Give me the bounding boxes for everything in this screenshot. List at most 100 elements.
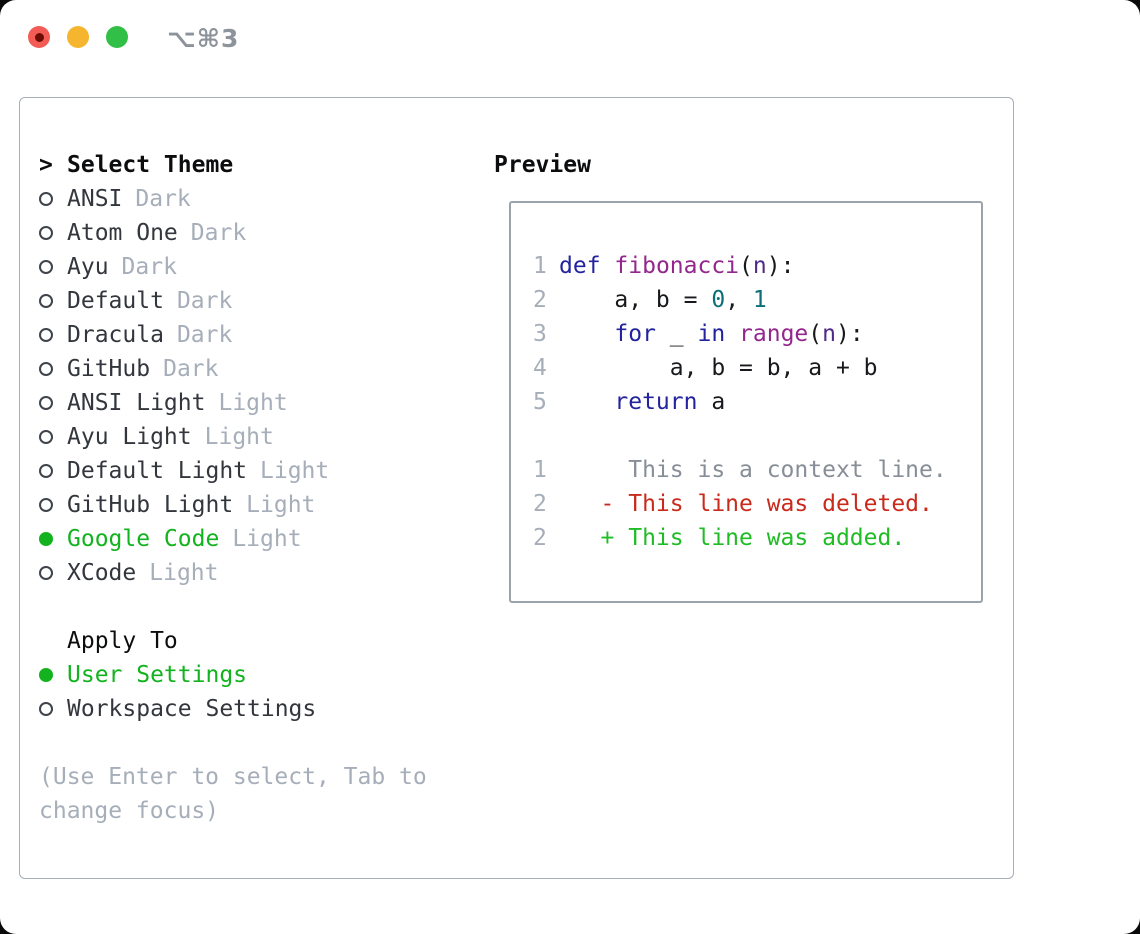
item-label: Default Light — [67, 458, 248, 484]
radio-icon — [39, 464, 53, 478]
hint-text-line-1: (Use Enter to select, Tab to — [39, 764, 427, 790]
apply-to-header: Apply To — [39, 624, 489, 658]
close-button[interactable] — [28, 26, 50, 48]
apply-to-option[interactable]: User Settings — [39, 658, 489, 692]
preview-title: Preview — [494, 152, 591, 178]
traffic-lights — [28, 26, 128, 48]
theme-option[interactable]: Ayu Light Light — [39, 420, 489, 454]
theme-option[interactable]: Default Dark — [39, 284, 489, 318]
code-text: This is a context line. — [559, 457, 947, 483]
preview-code: 1 def fibonacci(n): 2 a, b = 0, 1 3 for _ i… — [533, 249, 981, 555]
item-variant: Dark — [163, 356, 219, 382]
select-theme-header: > Select Theme — [39, 148, 489, 182]
item-variant: Dark — [121, 254, 177, 280]
line-number: 1 — [533, 457, 547, 483]
line-number: 3 — [533, 321, 547, 347]
spacer — [39, 590, 489, 624]
item-label: Atom One — [67, 220, 178, 246]
minimize-button[interactable] — [67, 26, 89, 48]
code-line: 2 a, b = 0, 1 — [533, 283, 981, 317]
theme-option[interactable]: Ayu Dark — [39, 250, 489, 284]
code-line: 2 - This line was deleted. — [533, 487, 981, 521]
code-text: for _ in range(n): — [614, 321, 864, 347]
hint-text-line-2: change focus) — [39, 798, 220, 824]
apply-to-title: Apply To — [67, 628, 178, 654]
radio-icon — [39, 702, 53, 716]
radio-icon — [39, 328, 53, 342]
window-titlebar: ⌥⌘3 — [0, 0, 1140, 75]
line-number: 2 — [533, 491, 547, 517]
item-label: Dracula — [67, 322, 164, 348]
item-variant: Light — [260, 458, 330, 484]
item-label: Default — [67, 288, 164, 314]
code-line: 4 a, b = b, a + b — [533, 351, 981, 385]
radio-icon — [39, 260, 53, 274]
item-variant: Dark — [190, 220, 247, 246]
theme-option[interactable]: ANSI Light Light — [39, 386, 489, 420]
item-label: XCode — [67, 560, 137, 586]
code-line: 1 def fibonacci(n): — [533, 249, 981, 283]
item-label: ANSI — [67, 186, 123, 212]
radio-icon — [39, 396, 53, 410]
code-text: a, b = b, a + b — [559, 355, 878, 381]
code-text: a, b = 0, 1 — [559, 287, 767, 313]
item-variant: Light — [204, 424, 274, 450]
code-line: 2 + This line was added. — [533, 521, 981, 555]
line-number: 2 — [533, 525, 547, 551]
radio-icon — [39, 226, 53, 240]
item-label: GitHub Light — [67, 492, 234, 518]
theme-option[interactable]: Default Light Light — [39, 454, 489, 488]
code-text: - This line was deleted. — [559, 491, 933, 517]
zoom-button[interactable] — [106, 26, 128, 48]
code-text: + This line was added. — [559, 525, 906, 551]
item-variant: Light — [149, 560, 219, 586]
item-variant: Dark — [176, 322, 233, 348]
item-variant: Light — [232, 526, 302, 552]
theme-option[interactable]: GitHub Light Light — [39, 488, 489, 522]
theme-option[interactable]: XCode Light — [39, 556, 489, 590]
item-label: Ayu — [67, 254, 109, 280]
item-label: User Settings — [67, 662, 248, 688]
item-label: GitHub — [67, 356, 151, 382]
preview-box: 1 def fibonacci(n): 2 a, b = 0, 1 3 for _ i… — [509, 201, 983, 603]
apply-to-option[interactable]: Workspace Settings — [39, 692, 489, 726]
item-label: Workspace Settings — [67, 696, 317, 722]
item-variant: Light — [246, 492, 316, 518]
window-title: ⌥⌘3 — [167, 24, 240, 53]
radio-icon — [39, 362, 53, 376]
select-theme-title: Select Theme — [67, 152, 234, 178]
record-dot-icon — [34, 32, 44, 42]
line-number: 5 — [533, 389, 547, 415]
item-variant: Light — [218, 390, 288, 416]
radio-selected-icon — [39, 532, 53, 546]
item-label: ANSI Light — [67, 390, 206, 416]
line-number: 1 — [533, 253, 547, 279]
theme-option[interactable]: Google Code Light — [39, 522, 489, 556]
code-line: 5 return a — [533, 385, 981, 419]
theme-option[interactable]: Dracula Dark — [39, 318, 489, 352]
item-label: Ayu Light — [67, 424, 192, 450]
item-label: Google Code — [67, 526, 220, 552]
line-number: 4 — [533, 355, 547, 381]
cursor-icon: > — [39, 152, 53, 178]
code-line: 1 This is a context line. — [533, 453, 981, 487]
code-line — [533, 419, 981, 453]
code-text: def fibonacci(n): — [559, 253, 795, 279]
code-text: return a — [614, 389, 726, 415]
radio-icon — [39, 294, 53, 308]
spacer — [39, 726, 489, 760]
theme-option[interactable]: Atom One Dark — [39, 216, 489, 250]
radio-selected-icon — [39, 668, 53, 682]
radio-icon — [39, 566, 53, 580]
radio-icon — [39, 430, 53, 444]
radio-icon — [39, 192, 53, 206]
radio-icon — [39, 498, 53, 512]
theme-option[interactable]: GitHub Dark — [39, 352, 489, 386]
item-variant: Dark — [176, 288, 233, 314]
